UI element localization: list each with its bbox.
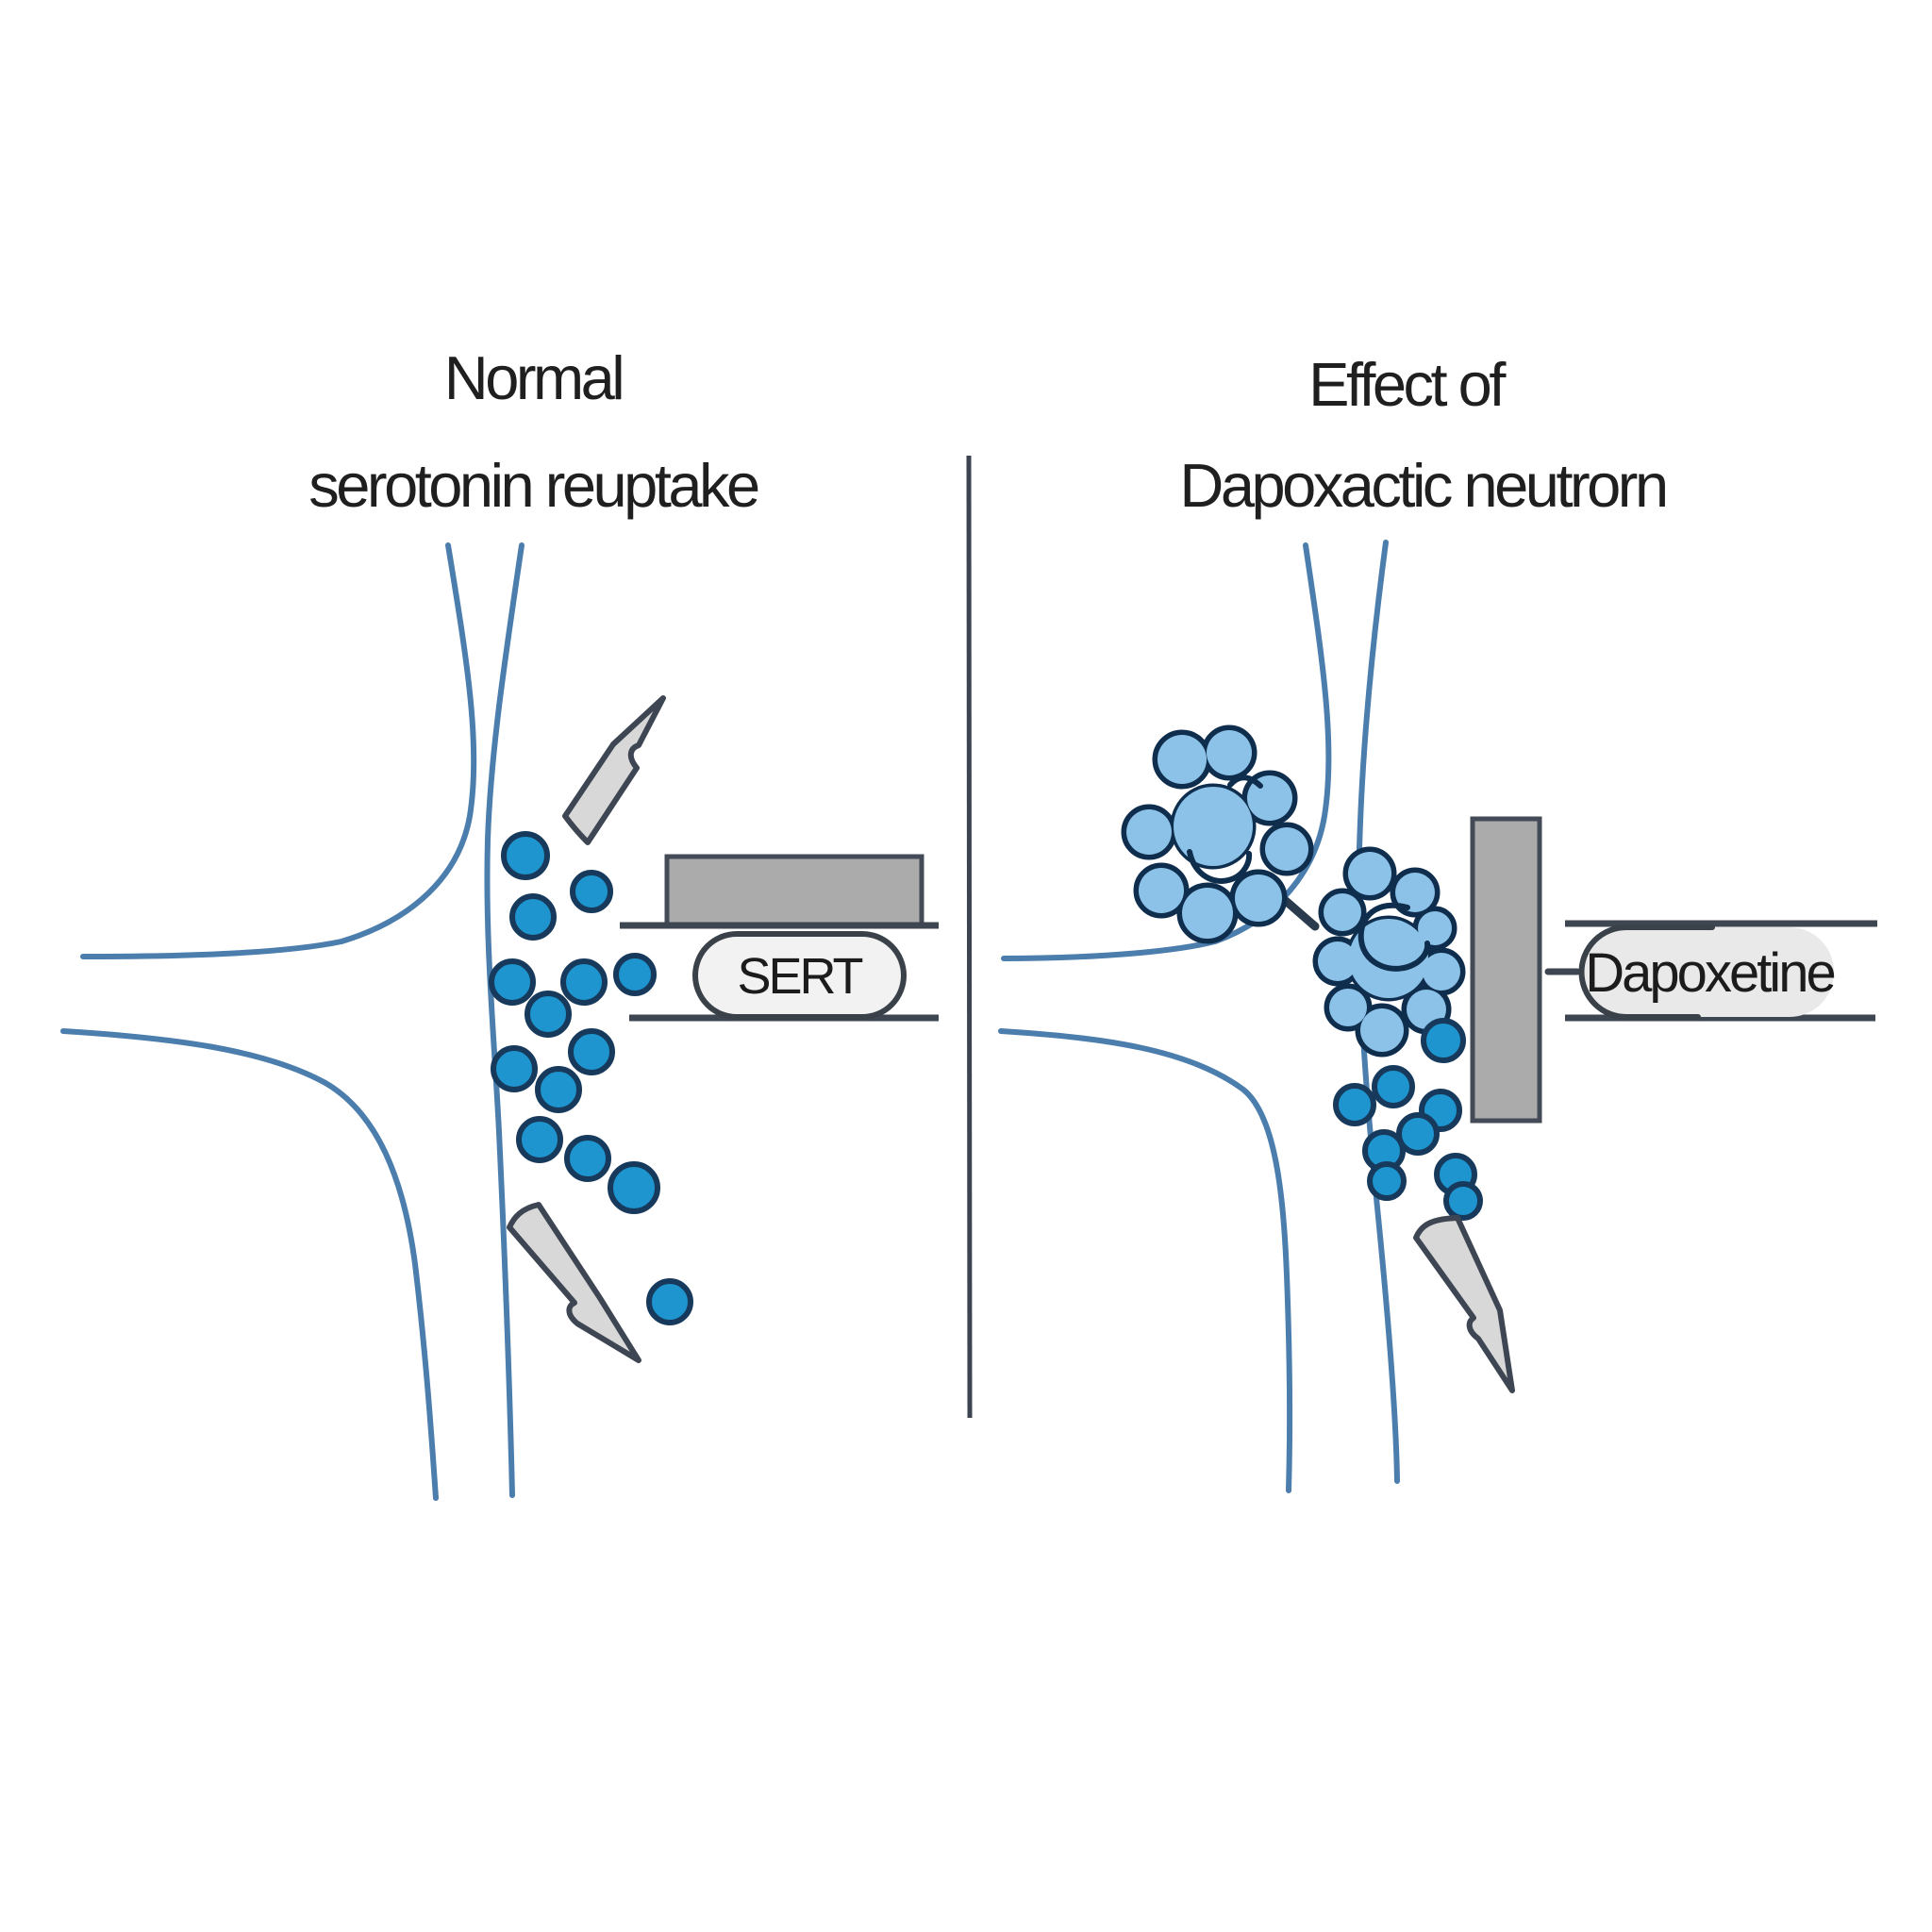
right-panel: Effect of Dapoxactic neutrorn	[998, 350, 1877, 1493]
cluster-inner-arc	[1357, 902, 1431, 972]
presynaptic-neuron-lower-line	[998, 1028, 1292, 1493]
syringe-icon	[562, 695, 666, 845]
syringe-icon	[1413, 1215, 1515, 1393]
right-title-line1: Effect of	[1308, 350, 1507, 419]
serotonin-molecule	[564, 1135, 611, 1182]
serotonin-molecule	[516, 1116, 563, 1163]
presynaptic-neuron-upper-line	[80, 542, 477, 959]
serotonin-molecules-right	[1333, 1018, 1483, 1221]
serotonin-molecule	[560, 958, 608, 1006]
dapoxetine-pill	[1581, 927, 1834, 1017]
serotonin-molecule	[1443, 1181, 1483, 1221]
serotonin-molecule	[570, 870, 613, 913]
serotonin-cluster	[1312, 846, 1466, 1058]
serotonin-molecule	[1367, 1161, 1407, 1201]
left-title-line1: Normal	[444, 343, 623, 412]
sert-label: SERT	[737, 948, 862, 1005]
serotonin-molecule	[1396, 1112, 1440, 1156]
membrane-block	[664, 854, 924, 927]
serotonin-molecule	[568, 1028, 615, 1075]
serotonin-molecule	[489, 958, 536, 1006]
serotonin-molecule	[501, 831, 550, 880]
serotonin-molecule	[509, 893, 557, 941]
right-title-line2: Dapoxactic neutrorn	[1179, 451, 1665, 520]
presynaptic-membrane-line	[484, 542, 525, 1498]
panel-divider-line	[966, 455, 973, 1419]
serotonin-molecules-left	[489, 831, 693, 1325]
cluster-inner-arc	[1227, 774, 1263, 789]
serotonin-molecule	[613, 953, 657, 996]
serotonin-molecule	[1333, 1083, 1376, 1126]
serotonin-cluster	[1121, 724, 1314, 944]
serotonin-molecule	[491, 1045, 538, 1092]
left-title-line2: serotonin reuptake	[308, 451, 758, 520]
serotonin-molecule	[646, 1278, 693, 1325]
serotonin-molecule	[525, 991, 572, 1038]
syringe-icon	[507, 1202, 641, 1363]
presynaptic-neuron-lower-line	[60, 1028, 439, 1501]
left-panel: Normal serotonin reuptake	[60, 343, 939, 1501]
serotonin-molecule	[1372, 1065, 1415, 1108]
serotonin-molecule	[608, 1161, 660, 1214]
dapoxetine-pill-border	[1578, 924, 1715, 1020]
cluster-connector-line	[1281, 896, 1320, 931]
cluster-inner-arc	[1187, 849, 1253, 884]
blocker-rect	[1470, 816, 1542, 1124]
dapoxetine-label: Dapoxetine	[1585, 942, 1834, 1004]
sert-transporter-pill	[692, 931, 907, 1020]
presynaptic-neuron-upper-line	[1001, 542, 1332, 961]
serotonin-molecule	[1421, 1018, 1466, 1063]
serotonin-molecule	[535, 1066, 582, 1113]
